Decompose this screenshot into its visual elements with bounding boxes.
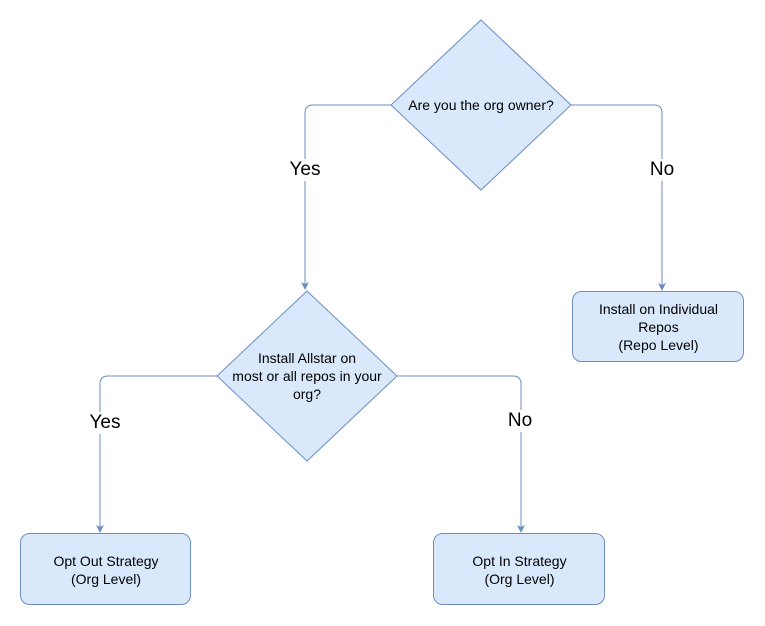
edge-install-no [397, 375, 525, 533]
decision-diamond-install-allstar [216, 290, 398, 462]
edge-owner-no [571, 104, 666, 291]
individual-repos-label: Install on Individual Repos (Repo Level) [598, 301, 719, 353]
process-box-individual-repos [572, 291, 744, 362]
edge-install-yes [96, 375, 217, 533]
org-owner-question: Are you the org owner? [408, 97, 554, 113]
edge-label-install-no: No [505, 410, 535, 432]
process-box-opt-out [20, 533, 191, 605]
edge-label-owner-no: No [647, 159, 677, 181]
opt-out-strategy-label: Opt Out Strategy (Org Level) [53, 552, 159, 587]
decision-diamond-org-owner [390, 19, 572, 191]
edge-owner-yes [301, 104, 391, 290]
edge-label-owner-yes: Yes [287, 159, 323, 181]
opt-in-strategy-label: Opt In Strategy (Org Level) [472, 552, 567, 587]
process-box-opt-in [433, 533, 605, 605]
edge-label-install-yes: Yes [87, 412, 123, 434]
install-allstar-question: Install Allstar on most or all repos in … [232, 350, 382, 402]
